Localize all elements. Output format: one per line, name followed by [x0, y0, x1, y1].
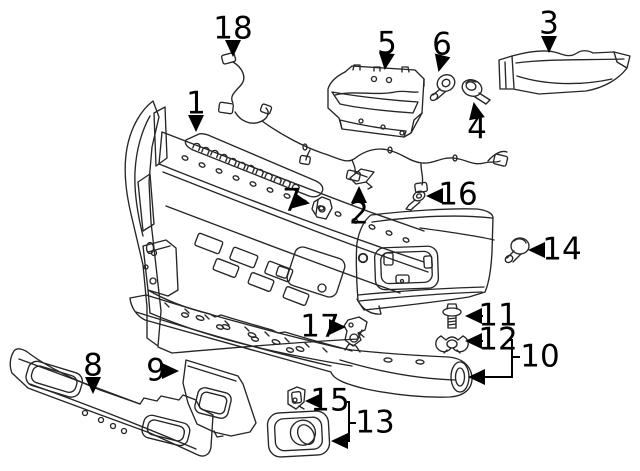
callout-10[interactable]: 10 [520, 338, 560, 375]
bracket-2 [349, 168, 375, 190]
callout-9[interactable]: 9 [146, 352, 166, 389]
callout-4[interactable]: 4 [467, 110, 487, 147]
callout-1[interactable]: 1 [186, 85, 206, 122]
air-deflector [182, 359, 257, 438]
callout-5[interactable]: 5 [377, 25, 397, 62]
callout-arrows [85, 36, 557, 449]
callout-7[interactable]: 7 [282, 182, 302, 219]
callout-13[interactable]: 13 [355, 404, 395, 441]
bolt-4 [461, 79, 491, 105]
callout-3[interactable]: 3 [539, 5, 559, 42]
callout-6[interactable]: 6 [432, 26, 452, 63]
skid-plate [9, 348, 214, 457]
impact-bar-pad [184, 132, 324, 198]
clip-16 [405, 190, 426, 211]
bolt-14 [504, 237, 530, 264]
bumper-cover-corner [124, 100, 168, 347]
end-cap [498, 50, 631, 95]
callout-12[interactable]: 12 [478, 321, 518, 358]
callout-2[interactable]: 2 [349, 195, 369, 232]
fog-lamp-bezel [266, 410, 331, 458]
callout-18[interactable]: 18 [213, 10, 253, 47]
bolt-6 [429, 74, 456, 102]
bumper-face-bar [355, 208, 494, 315]
callout-11[interactable]: 11 [478, 297, 518, 334]
callout-16[interactable]: 16 [438, 176, 478, 213]
clip-15 [287, 386, 306, 410]
wiring-harness [217, 52, 509, 194]
bolt-11 [442, 303, 462, 329]
nut-12 [435, 335, 469, 354]
callout-17[interactable]: 17 [300, 308, 340, 345]
callout-15[interactable]: 15 [310, 382, 350, 419]
clip-7 [311, 196, 333, 220]
callout-8[interactable]: 8 [83, 347, 103, 384]
guide-17 [343, 316, 368, 347]
sight-shield [327, 64, 425, 138]
callout-14[interactable]: 14 [542, 231, 582, 268]
